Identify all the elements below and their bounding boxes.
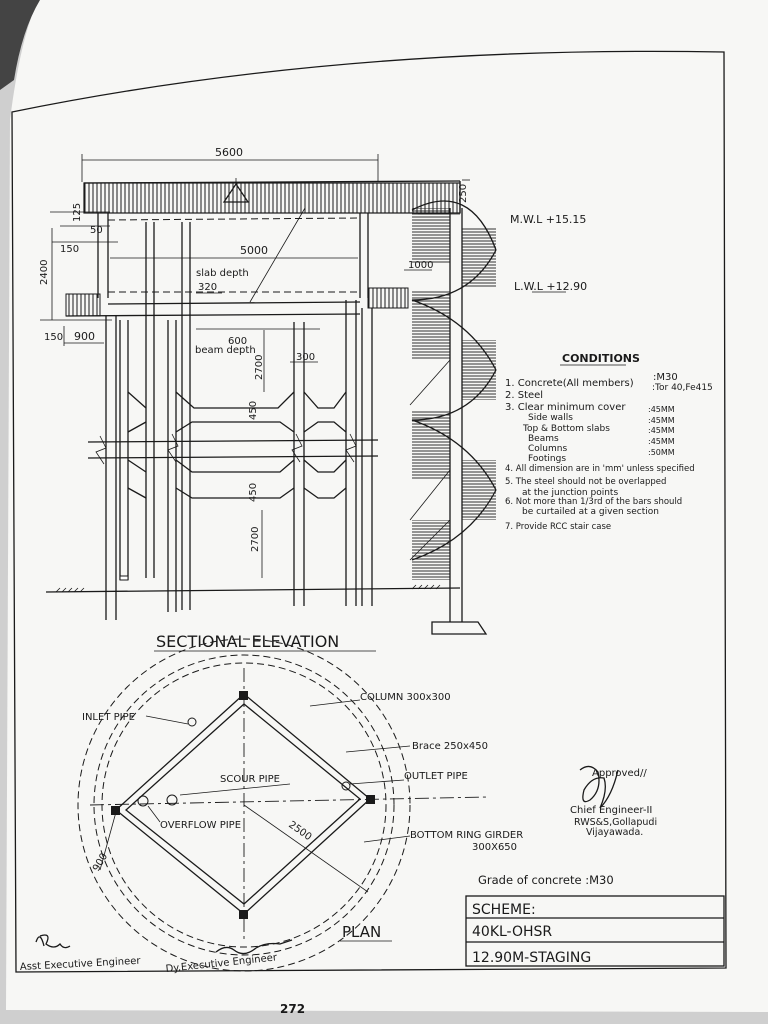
sectional-elevation: 5600 250 125 50 150 2400 5000: [39, 146, 587, 652]
cover-side-walls-value: :45MM: [648, 405, 675, 414]
dim-300: 300: [296, 352, 315, 363]
dim-2700-a: 2700: [254, 355, 265, 380]
overflow-pipe-label: OVERFLOW PIPE: [160, 820, 241, 831]
beam-depth-label: beam depth: [195, 345, 256, 356]
page-number: 272: [280, 1002, 305, 1016]
inlet-pipe-circle: [187, 717, 197, 727]
paper-sheet: [6, 0, 768, 1012]
approver-office: RWS&S,Gollapudi: [574, 817, 657, 828]
note-5a: 5. The steel should not be overlapped: [505, 477, 666, 487]
slab-depth-value: 320: [198, 282, 217, 293]
mwl-label: M.W.L +15.15: [510, 213, 586, 226]
dim-1000: 1000: [408, 260, 433, 271]
inlet-pipe-label: INLET PIPE: [82, 712, 135, 723]
overflow-pipe-circle: [137, 795, 149, 807]
cover-footings-value: :50MM: [648, 448, 675, 457]
cover-columns: Columns: [528, 444, 567, 454]
brace-label: Brace 250x450: [412, 741, 488, 752]
dim-150-a: 150: [60, 244, 79, 255]
approved-label: Approved//: [592, 768, 647, 779]
plan-view: COLUMN 300x300 INLET PIPE Brace 250x450 …: [77, 638, 523, 972]
scheme-label: SCHEME:: [472, 902, 536, 918]
approval-block: Approved// Chief Engineer-II RWS&S,Golla…: [570, 765, 657, 838]
drawing-border: [11, 50, 727, 973]
scheme-staging: 12.90M-STAGING: [472, 950, 591, 966]
conditions-heading: CONDITIONS: [562, 352, 640, 365]
elevation-title: SECTIONAL ELEVATION: [156, 632, 339, 651]
approval-signature: [579, 765, 619, 809]
dim-450-b: 450: [248, 483, 259, 502]
slab-depth-label: slab depth: [196, 268, 249, 279]
column-label: COLUMN 300x300: [360, 692, 451, 703]
scour-pipe-circle: [166, 794, 178, 806]
cover-beams: Beams: [528, 434, 559, 444]
approver-city: Vijayawada.: [586, 827, 643, 838]
note-6b: be curtailed at a given section: [522, 507, 659, 517]
scheme-capacity: 40KL-OHSR: [472, 924, 552, 940]
dim-125: 125: [72, 203, 83, 222]
cover-columns-value: :45MM: [648, 437, 675, 446]
dim-50: 50: [90, 225, 103, 236]
column-left: [111, 806, 120, 815]
column-top: [239, 691, 248, 700]
dim-2700-b: 2700: [250, 527, 261, 552]
dim-2400: 2400: [39, 260, 50, 285]
note-4: 4. All dimension are in 'mm' unless spec…: [505, 464, 695, 474]
dy-signature: [215, 939, 293, 955]
plan-title: PLAN: [342, 923, 381, 941]
dim-900: 900: [74, 330, 95, 343]
title-block: Grade of concrete :M30 SCHEME: 40KL-OHSR…: [465, 873, 725, 967]
cover-footings: Footings: [528, 454, 566, 464]
cover-slabs-value: :45MM: [648, 416, 675, 425]
outlet-pipe-circle: [341, 781, 351, 791]
dim-5000: 5000: [240, 244, 268, 257]
cover-beams-value: :45MM: [648, 426, 675, 435]
page-curl-shadow: [0, 0, 40, 90]
dim-450-a: 450: [248, 401, 259, 420]
ring-girder-label-2: 300X650: [472, 842, 517, 853]
grade-of-concrete: Grade of concrete :M30: [478, 873, 614, 887]
column-bottom: [239, 910, 248, 919]
dim-top-width: 5600: [215, 146, 243, 159]
cover-slabs: Top & Bottom slabs: [522, 424, 610, 434]
dim-150-b: 150: [44, 332, 63, 343]
outlet-pipe-label: OUTLET PIPE: [404, 771, 468, 782]
asst-signature: [35, 934, 71, 949]
condition-1-value: :M30: [653, 372, 678, 383]
condition-1: 1. Concrete(All members): [505, 378, 634, 389]
note-6a: 6. Not more than 1/3rd of the bars shoul…: [505, 497, 682, 507]
dim-600: 600: [228, 336, 247, 347]
approver-title: Chief Engineer-II: [570, 805, 652, 816]
ring-girder-label-1: BOTTOM RING GIRDER: [410, 830, 523, 841]
dim-250: 250: [458, 184, 469, 203]
condition-3: 3. Clear minimum cover: [505, 402, 626, 413]
note-7: 7. Provide RCC stair case: [505, 522, 611, 532]
scour-pipe-label: SCOUR PIPE: [220, 774, 280, 785]
condition-2-value: :Tor 40,Fe415: [652, 383, 713, 393]
conditions-block: CONDITIONS 1. Concrete(All members) :M30…: [505, 352, 713, 532]
cover-side-walls: Side walls: [528, 413, 573, 423]
note-5b: at the junction points: [522, 488, 618, 498]
condition-2: 2. Steel: [505, 390, 543, 401]
lwl-label: L.W.L +12.90: [514, 280, 587, 293]
roof-slab: [83, 182, 461, 214]
